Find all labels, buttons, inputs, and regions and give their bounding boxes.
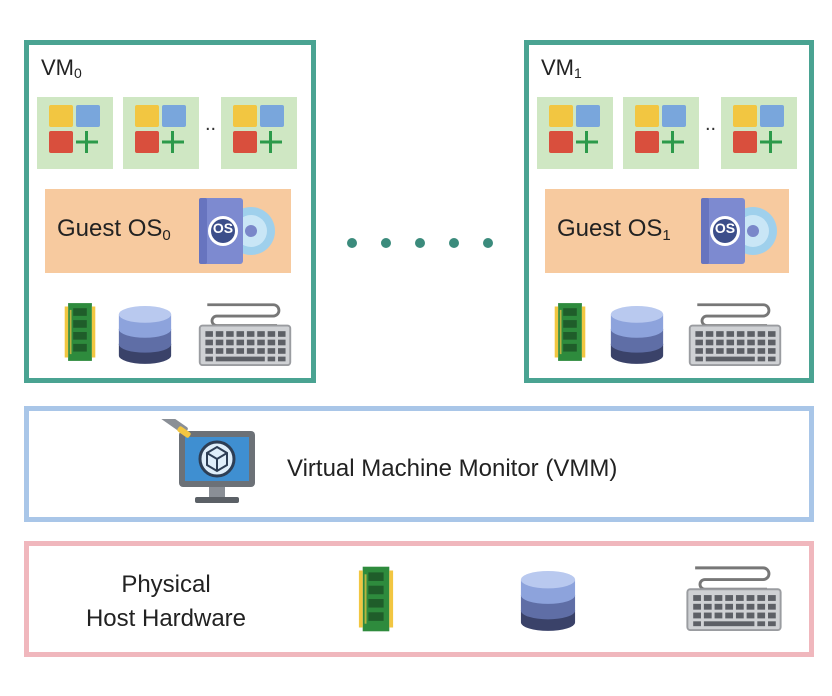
vm-0-title-base: VM — [41, 55, 74, 80]
app-ellipsis: .. — [705, 113, 717, 135]
guest-os-0-box: Guest OS0 OS — [45, 189, 291, 273]
app-tile — [623, 97, 699, 169]
guest-os-0-label: Guest OS0 — [57, 215, 171, 244]
guest-os-1-label-sub: 1 — [662, 227, 671, 244]
physical-label-line1: Physical — [121, 571, 211, 598]
separator-dot — [381, 238, 391, 248]
ram-module-icon — [357, 564, 395, 634]
separator-dot — [415, 238, 425, 248]
vm-1-title-base: VM — [541, 55, 574, 80]
ram-module-icon — [553, 299, 587, 365]
app-grid-icon — [635, 105, 687, 157]
app-tile — [537, 97, 613, 169]
separator-dot — [449, 238, 459, 248]
vmm-layer: Virtual Machine Monitor (VMM) — [24, 406, 814, 522]
physical-label: Physical Host Hardware — [71, 568, 261, 636]
vm-1-title: VM1 — [541, 55, 582, 81]
app-grid-icon — [549, 105, 601, 157]
app-ellipsis: .. — [205, 113, 217, 135]
vm-0-title: VM0 — [41, 55, 82, 81]
os-disc-icon: OS — [195, 198, 277, 269]
app-grid-icon — [49, 105, 101, 157]
vm-0-title-sub: 0 — [74, 65, 82, 81]
guest-os-0-label-base: Guest OS — [57, 215, 163, 242]
app-tile — [123, 97, 199, 169]
os-disc-icon: OS — [697, 198, 779, 269]
os-badge-text: OS — [212, 220, 234, 236]
storage-cylinder-icon — [609, 303, 665, 365]
app-grid-icon — [233, 105, 285, 157]
vmm-label: Virtual Machine Monitor (VMM) — [287, 455, 618, 482]
physical-layer: Physical Host Hardware — [24, 541, 814, 657]
separator-dot — [347, 238, 357, 248]
vm-1-title-sub: 1 — [574, 65, 582, 81]
guest-os-1-label-base: Guest OS — [557, 215, 663, 242]
ram-module-icon — [63, 299, 97, 365]
vm-1-box: VM1 .. Guest OS1 OS — [524, 40, 814, 383]
app-tile — [221, 97, 297, 169]
app-tile — [721, 97, 797, 169]
vm-0-box: VM0 .. Guest OS0 OS — [24, 40, 316, 383]
keyboard-icon — [685, 564, 783, 632]
keyboard-icon — [197, 301, 293, 367]
guest-os-1-box: Guest OS1 OS — [545, 189, 789, 273]
app-tile — [37, 97, 113, 169]
storage-cylinder-icon — [519, 568, 577, 632]
separator-dot — [483, 238, 493, 248]
keyboard-icon — [687, 301, 783, 367]
vmm-monitor-icon — [160, 419, 255, 503]
guest-os-0-label-sub: 0 — [162, 227, 171, 244]
os-badge-text: OS — [714, 220, 736, 236]
physical-label-line2: Host Hardware — [85, 605, 247, 632]
storage-cylinder-icon — [117, 303, 173, 365]
guest-os-1-label: Guest OS1 — [557, 215, 671, 244]
app-grid-icon — [733, 105, 785, 157]
app-grid-icon — [135, 105, 187, 157]
